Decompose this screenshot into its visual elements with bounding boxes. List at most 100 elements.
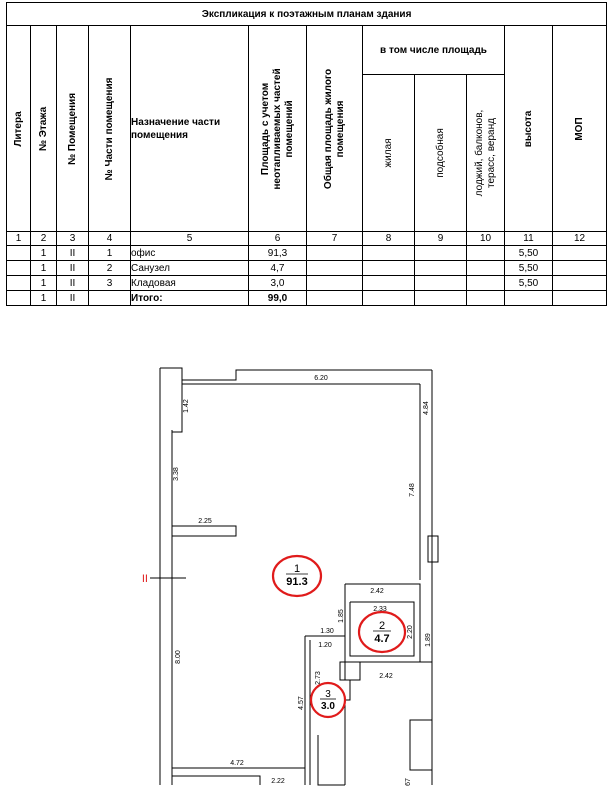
room-3-number: 3 bbox=[325, 689, 331, 700]
cell-room: II bbox=[56, 290, 89, 306]
room-label-2: 2 4.7 bbox=[357, 610, 407, 654]
explication-table-wrapper: Экспликация к поэтажным планам здания Ли… bbox=[5, 2, 608, 306]
col-num: 5 bbox=[130, 231, 249, 246]
cell-mop bbox=[551, 245, 608, 261]
cell-empty bbox=[362, 290, 415, 306]
ledge bbox=[172, 525, 237, 537]
cell-living bbox=[362, 245, 415, 261]
table-row: 1 II 3 Кладовая 3,0 5,50 bbox=[6, 275, 608, 291]
cell-living bbox=[362, 275, 415, 291]
bottom-wall-2 bbox=[172, 775, 261, 785]
dim-bottom-small: 2.22 bbox=[271, 778, 285, 785]
table-row: 1 II 2 Санузел 4,7 5,50 bbox=[6, 260, 608, 276]
header-incl-area: в том числе площадь bbox=[362, 24, 505, 76]
cell-loggia bbox=[466, 245, 505, 261]
cell-living bbox=[362, 260, 415, 276]
total-label: Итого: bbox=[130, 290, 249, 306]
cell-room: II bbox=[56, 260, 89, 276]
cell-aux bbox=[414, 275, 467, 291]
cell-height: 5,50 bbox=[504, 260, 553, 276]
dim-wc-right: 2.20 bbox=[407, 625, 414, 639]
explication-table: Экспликация к поэтажным планам здания Ли… bbox=[5, 2, 608, 306]
cell-living-total bbox=[306, 275, 363, 291]
header-aux: подсобная bbox=[414, 74, 467, 232]
table-title: Экспликация к поэтажным планам здания bbox=[5, 2, 608, 26]
dim-wc-far-right: 1.89 bbox=[425, 633, 432, 647]
dim-wc-top-inner: 2.33 bbox=[373, 606, 387, 613]
cell-area: 4,7 bbox=[248, 260, 307, 276]
storage-niche bbox=[339, 661, 361, 681]
col-num: 4 bbox=[88, 231, 131, 246]
cell-mop bbox=[551, 260, 608, 276]
header-mop: МОП bbox=[551, 25, 608, 232]
header-part: № Части помещения bbox=[88, 25, 131, 232]
corridor-lower bbox=[317, 735, 345, 786]
room-2-number: 2 bbox=[379, 620, 385, 632]
cell-litera bbox=[6, 245, 31, 261]
header-room: № Помещения bbox=[56, 25, 89, 232]
room-2-circle bbox=[357, 610, 407, 654]
cell-purpose: Санузел bbox=[130, 260, 249, 276]
cell-empty bbox=[306, 290, 363, 306]
dim-left-mid: 3.38 bbox=[173, 467, 180, 481]
room-3-area: 3.0 bbox=[321, 701, 335, 712]
cell-height: 5,50 bbox=[504, 245, 553, 261]
cell-litera bbox=[6, 260, 31, 276]
col-num: 7 bbox=[306, 231, 363, 246]
room-1-area: 91.3 bbox=[286, 576, 307, 588]
wc-right-wall bbox=[420, 580, 433, 663]
room-3-circle bbox=[309, 681, 347, 719]
dim-ledge: 2.25 bbox=[198, 518, 212, 525]
table-total-row: 1 II Итого: 99,0 bbox=[6, 290, 608, 306]
cell-living-total bbox=[306, 245, 363, 261]
cell-empty bbox=[466, 290, 505, 306]
dim-wc-top-outer: 2.42 bbox=[370, 588, 384, 595]
column-number-row: 1 2 3 4 5 6 7 8 9 10 11 12 bbox=[6, 231, 608, 246]
dimension-labels: 6.20 1.42 3.38 2.25 4.84 7.48 8.00 4.72 … bbox=[173, 375, 432, 786]
right-door-jamb bbox=[427, 535, 439, 563]
axis-marker: II bbox=[142, 573, 186, 585]
col-num: 1 bbox=[6, 231, 31, 246]
col-num: 3 bbox=[56, 231, 89, 246]
col-num: 2 bbox=[30, 231, 57, 246]
room-1-circle bbox=[271, 554, 323, 598]
dim-bottom-right: 67 bbox=[405, 778, 412, 786]
cell-floor: 1 bbox=[30, 245, 57, 261]
right-lower-block bbox=[409, 719, 433, 771]
header-loggia: лоджий, балконов,терасс, веранд bbox=[466, 74, 505, 232]
dim-top-width: 6.20 bbox=[314, 375, 328, 382]
dim-storage-top: 1.30 bbox=[320, 628, 334, 635]
header-height: высота bbox=[504, 25, 553, 232]
cell-room: II bbox=[56, 245, 89, 261]
cell-floor: 1 bbox=[30, 275, 57, 291]
left-top-block bbox=[160, 367, 183, 433]
cell-aux bbox=[414, 245, 467, 261]
header-purpose: Назначение части помещения bbox=[130, 25, 249, 232]
total-area: 99,0 bbox=[248, 290, 307, 306]
floor-plan: II 6.20 1.42 3.38 2.25 4.84 7.48 8.00 4.… bbox=[142, 367, 439, 786]
cell-part: 2 bbox=[88, 260, 131, 276]
cell-floor: 1 bbox=[30, 260, 57, 276]
header-living: жилая bbox=[362, 74, 415, 232]
col-num: 11 bbox=[504, 231, 553, 246]
dim-storage-side: 2.73 bbox=[315, 671, 322, 685]
col-num: 10 bbox=[466, 231, 505, 246]
top-wall-outer bbox=[182, 369, 432, 381]
room-label-1: 1 91.3 bbox=[271, 554, 323, 598]
wc-inner bbox=[349, 601, 415, 657]
dim-storage-left: 4.57 bbox=[298, 696, 305, 710]
cell-litera bbox=[6, 290, 31, 306]
room-2-area: 4.7 bbox=[374, 633, 389, 645]
cell-loggia bbox=[466, 260, 505, 276]
header-floor: № Этажа bbox=[30, 25, 57, 232]
table-row: 1 II 1 офис 91,3 5,50 bbox=[6, 245, 608, 261]
cell-empty bbox=[414, 290, 467, 306]
cell-part: 3 bbox=[88, 275, 131, 291]
room-label-3: 3 3.0 bbox=[309, 681, 347, 719]
cell-area: 91,3 bbox=[248, 245, 307, 261]
cell-purpose: Кладовая bbox=[130, 275, 249, 291]
cell-aux bbox=[414, 260, 467, 276]
col-num: 12 bbox=[551, 231, 608, 246]
